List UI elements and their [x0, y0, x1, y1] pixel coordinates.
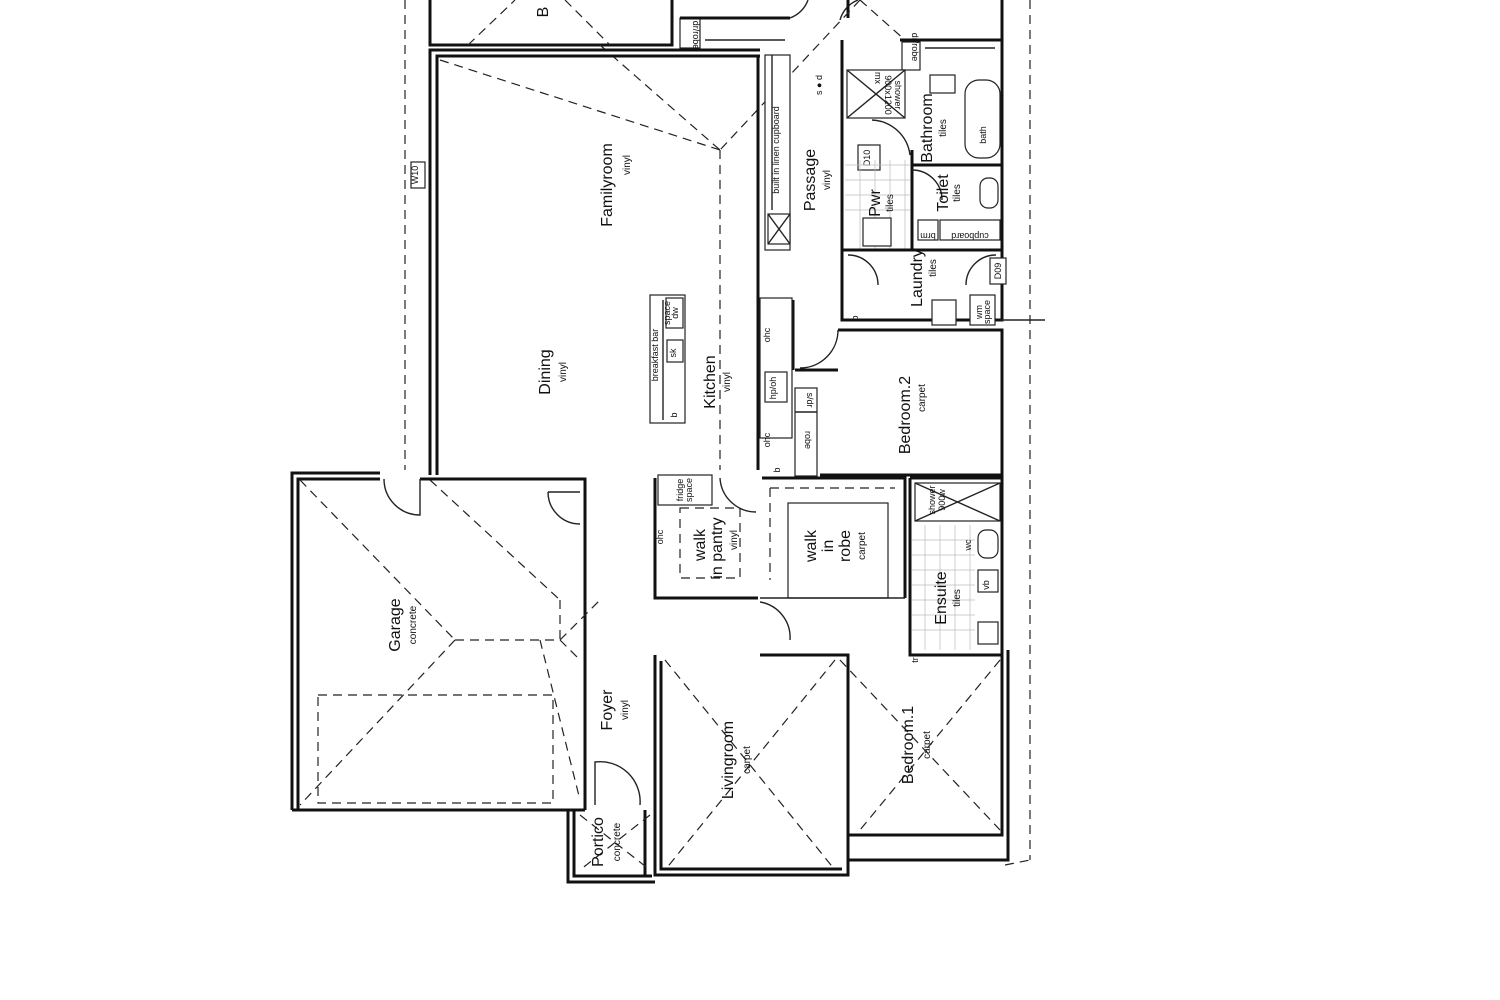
bedroom1-label: Bedroom.1 — [900, 706, 917, 784]
garage — [290, 471, 601, 812]
laundry-finish: tiles — [928, 259, 939, 277]
pantry-label-1: walk — [692, 528, 709, 562]
toilet-label: Toilet — [935, 174, 952, 212]
passage-finish: vinyl — [822, 170, 833, 190]
foyer-finish: vinyl — [620, 700, 631, 720]
pantry-finish: vinyl — [729, 530, 740, 550]
kitchen-linen-fixtures: built in linen cupboard ohc hp/oh ohc b … — [756, 54, 818, 477]
ohc-label: ohc — [762, 327, 772, 342]
dining-finish: vinyl — [558, 362, 569, 382]
sdr-label: s/dr — [805, 392, 815, 407]
mx-label: mx — [873, 72, 883, 84]
familyroom-label: Familyroom — [599, 143, 616, 227]
d10-label: D10 — [862, 150, 872, 167]
livingroom-label: Livingroom — [720, 721, 737, 799]
shower-ens-size: 900w — [937, 489, 947, 511]
bathroom-label: Bathroom — [919, 93, 936, 162]
livingroom-finish: carpet — [742, 746, 753, 774]
vb-label: vb — [981, 580, 991, 590]
linen-label: built in linen cupboard — [771, 106, 781, 194]
top-room-label: B — [535, 7, 552, 18]
ensuite: shower 900w wc vb tr — [908, 476, 1004, 663]
bedroom1-finish: carpet — [922, 731, 933, 759]
shower-bath-size: 900x1200 — [883, 75, 893, 115]
sk-label: sk — [668, 348, 678, 358]
bedroom2-label: Bedroom.2 — [897, 376, 914, 454]
passage-label: Passage — [802, 149, 819, 211]
breakfast-label: breakfast bar — [650, 329, 660, 382]
fridge-space-label: space — [684, 478, 694, 502]
ensuite-label: Ensuite — [933, 571, 950, 624]
robe-label-1: walk — [803, 529, 820, 563]
cupboard-label: cupboard — [951, 231, 989, 241]
tr-label: tr — [910, 657, 920, 663]
pwr-label: Pwr — [867, 189, 884, 217]
garage-label: Garage — [387, 598, 404, 651]
bedroom2-finish: carpet — [917, 384, 928, 412]
robe-label: robe — [803, 431, 813, 449]
wm-label: wm — [974, 305, 984, 320]
pantry-robe: fridge space ohc — [653, 474, 907, 641]
drrobe-label-2: dr/robe — [910, 33, 920, 62]
ohc-label-3: ohc — [655, 529, 665, 544]
ohc-label-2: ohc — [762, 432, 772, 447]
sod-label: s ● d — [814, 75, 824, 95]
b-label-laundry: b — [850, 315, 860, 320]
kitchen-label: Kitchen — [702, 355, 719, 408]
toilet-finish: tiles — [952, 184, 963, 202]
fridge-label: fridge — [675, 479, 685, 502]
garage-finish: concrete — [408, 605, 419, 644]
foyer-label: Foyer — [599, 689, 616, 731]
b-label-island: b — [669, 412, 679, 417]
shower-ens-label: shower — [927, 485, 937, 514]
tiles-ensuite — [912, 525, 975, 650]
family-dining-walls — [428, 48, 760, 475]
pantry-label-2: in pantry — [709, 517, 726, 578]
dw-label: dw — [670, 307, 680, 319]
bath-label: bath — [978, 126, 988, 144]
dining-label: Dining — [537, 349, 554, 394]
bathroom-finish: tiles — [938, 119, 949, 137]
site-boundary — [404, 0, 1031, 866]
laundry-label: Laundry — [909, 249, 926, 307]
wet-areas: shower 900x1200 mx bath D10 cupboard — [814, 40, 1045, 326]
d09-label: D09 — [993, 263, 1003, 280]
island-bench: dw space breakfast bar sk b — [649, 294, 686, 424]
window-tag-w10: W10 — [410, 161, 426, 189]
drrobe-label: dr/robe — [691, 21, 701, 50]
top-room-fragment: B dr/robe dr/robe — [428, 0, 1004, 151]
robe-label-2: in — [820, 540, 837, 552]
ensuite-finish: tiles — [952, 589, 963, 607]
pwr-finish: tiles — [885, 194, 896, 212]
familyroom-finish: vinyl — [622, 155, 633, 175]
wc-label: wc — [963, 539, 973, 551]
bedroom2-walls — [795, 328, 1004, 477]
portico-finish: concrete — [612, 822, 623, 861]
portico-label: Portico — [590, 817, 607, 867]
brm-label: brm — [920, 231, 936, 241]
b-label-kitchen: b — [772, 467, 782, 472]
robe-finish: carpet — [857, 532, 868, 560]
dw-space-label: space — [662, 301, 672, 325]
room-labels: Familyroom vinyl Dining vinyl Kitchen vi… — [387, 93, 963, 867]
wm-space-label: space — [982, 300, 992, 324]
robe-label-3: robe — [837, 530, 854, 562]
shower-bath-label: shower — [893, 80, 903, 109]
front-wing — [566, 650, 1010, 884]
svg-text:W10: W10 — [410, 166, 420, 185]
hp-label: hp/oh — [768, 377, 778, 400]
kitchen-finish: vinyl — [722, 372, 733, 392]
